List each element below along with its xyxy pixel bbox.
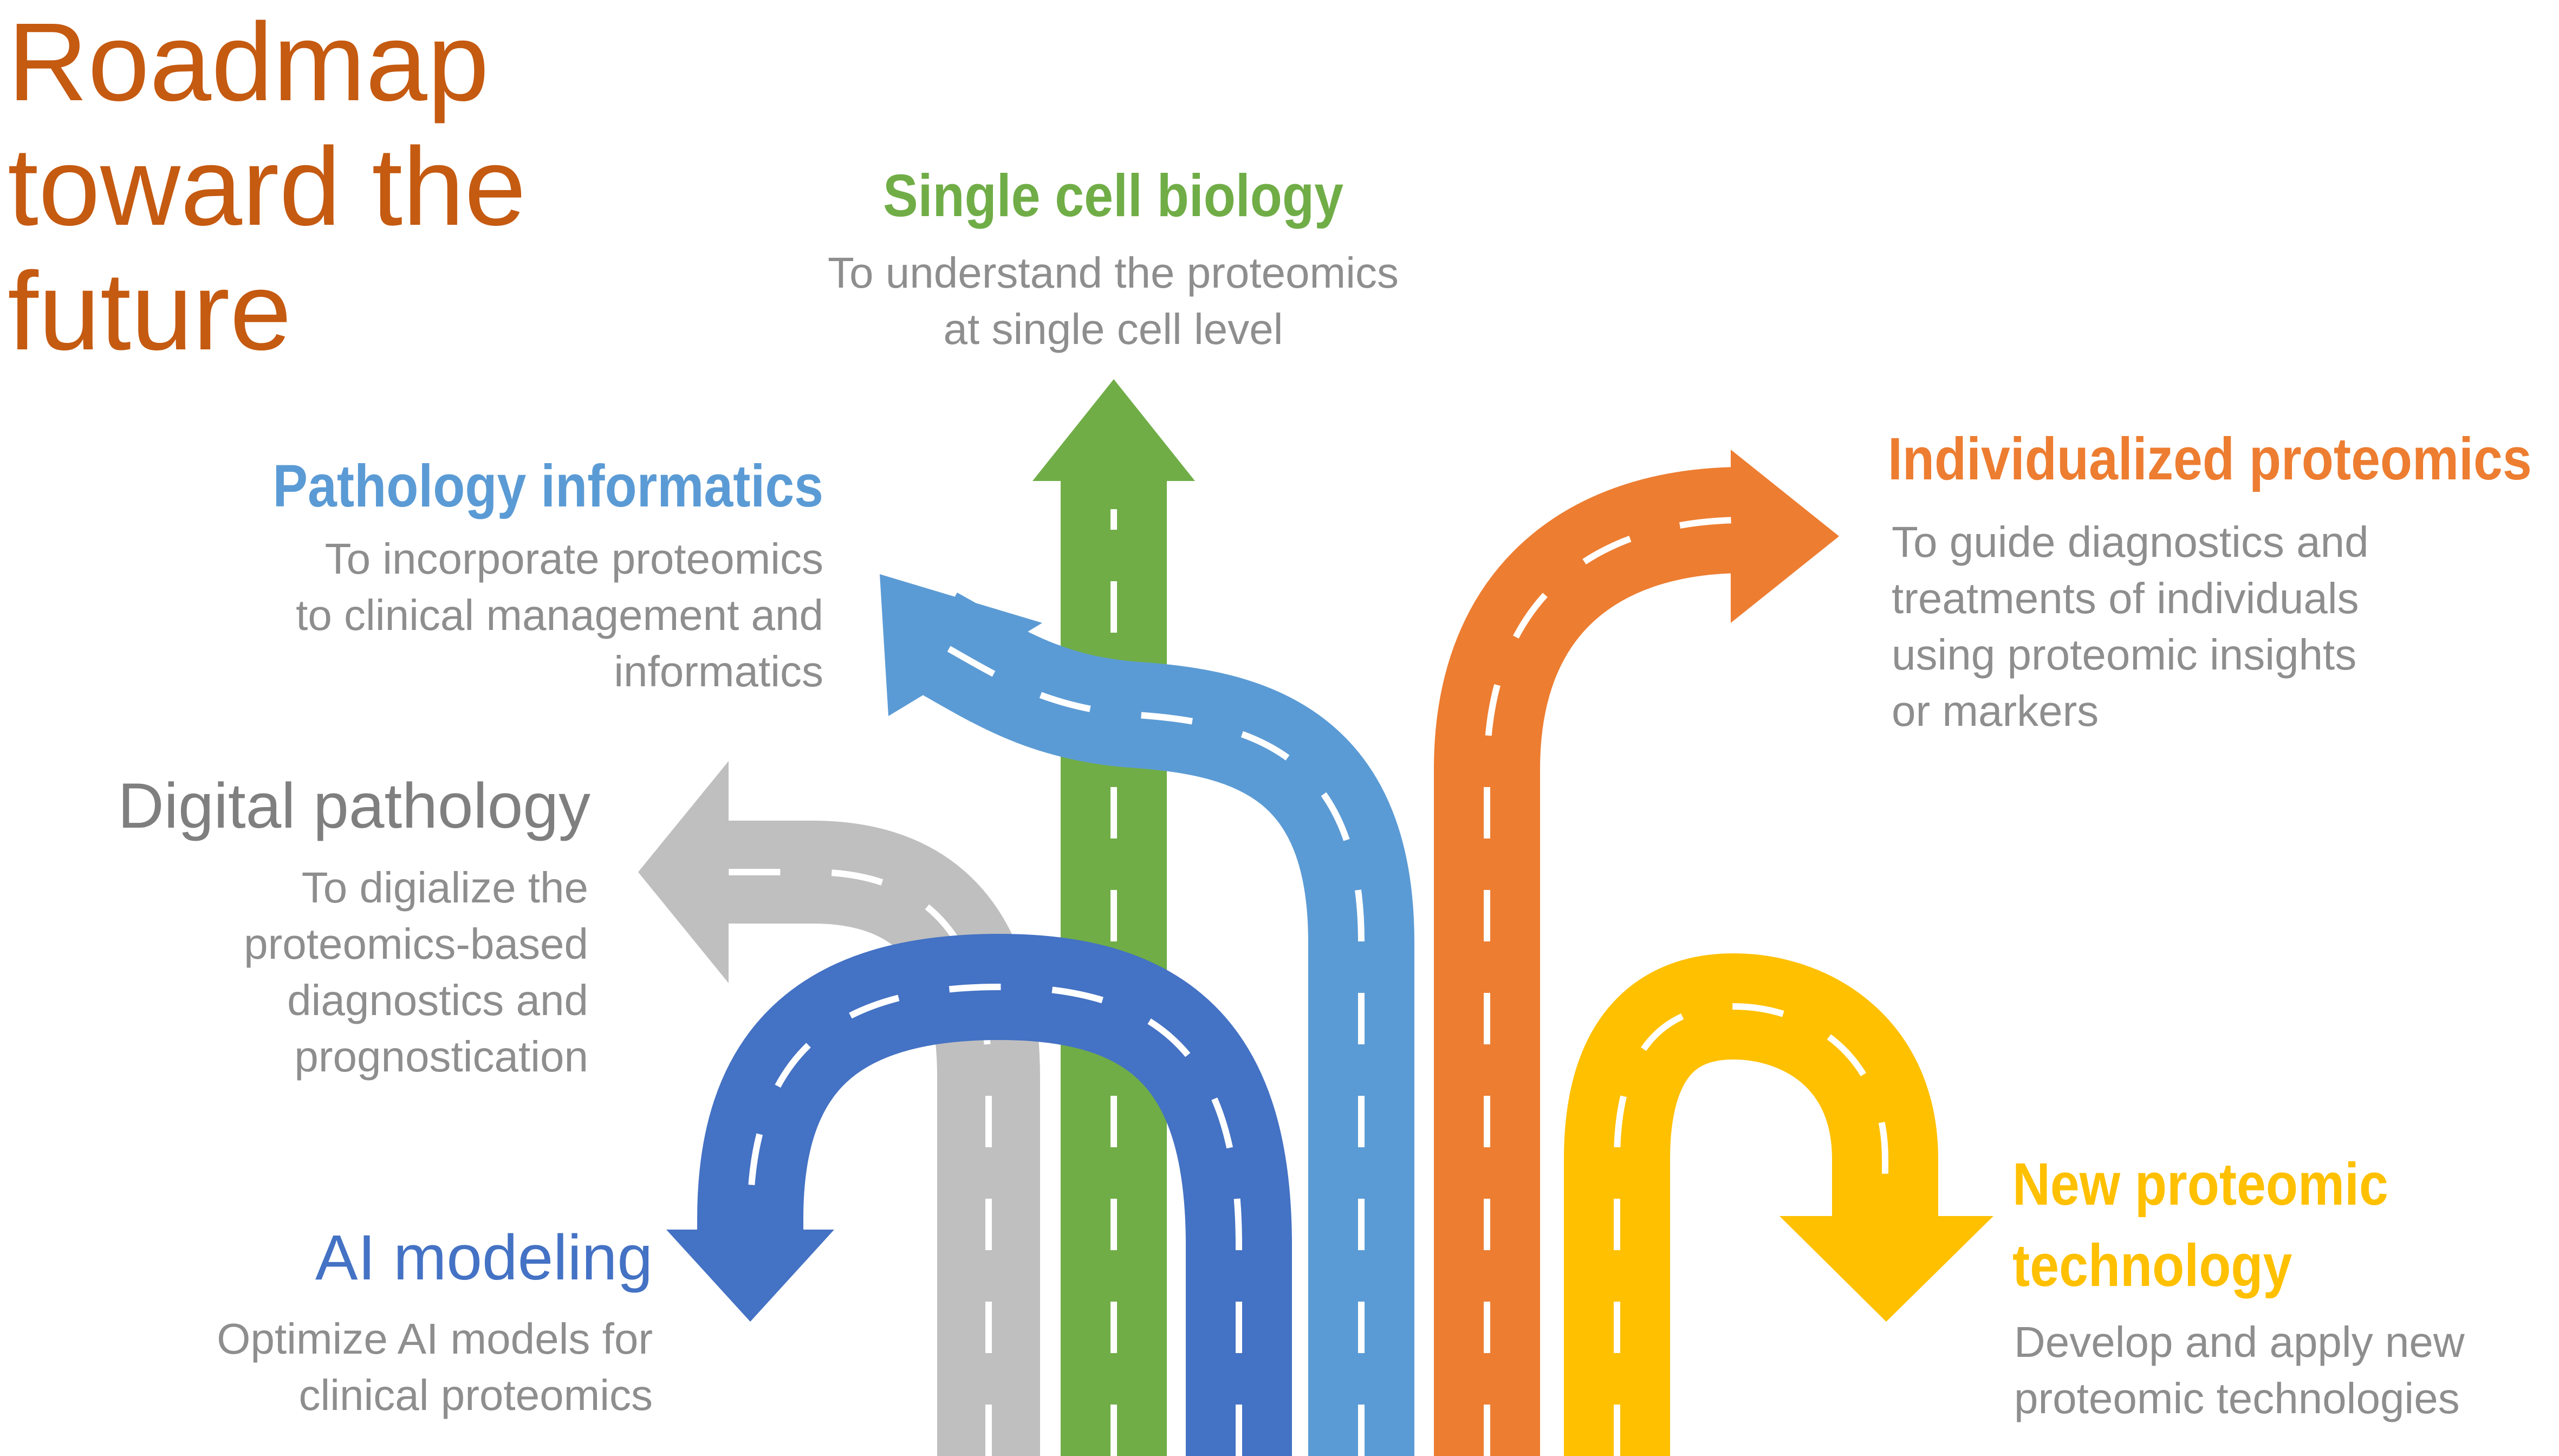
description-line: proteomic technologies (2014, 1374, 2460, 1422)
heading-line: New proteomic (2012, 1151, 2388, 1218)
description-line: prognostication (294, 1032, 588, 1081)
pathology-informatics-description: To incorporate proteomics to clinical ma… (195, 531, 823, 700)
title-line: Roadmap (8, 0, 489, 124)
title-line: future (8, 249, 292, 373)
new-technology-road (1564, 953, 1993, 1456)
pathology-informatics-heading: Pathology informatics (272, 453, 824, 519)
ai-modeling-road (666, 933, 1292, 1456)
heading-line: technology (2012, 1232, 2292, 1299)
description-line: To digialize the (301, 863, 588, 912)
description-line: To guide diagnostics and (1892, 518, 2369, 566)
description-line: Optimize AI models for (217, 1315, 653, 1363)
description-line: at single cell level (943, 305, 1283, 353)
new-technology-description: Develop and apply new proteomic technolo… (2014, 1314, 2556, 1427)
description-line: diagnostics and (287, 976, 588, 1024)
individualized-road (1434, 450, 1839, 1456)
single-cell-road (1032, 379, 1195, 1456)
description-line: informatics (614, 647, 823, 696)
digital-pathology-heading: Digital pathology (118, 770, 590, 842)
single-cell-description: To understand the proteomics at single c… (753, 245, 1473, 358)
description-line: proteomics-based (244, 920, 588, 968)
description-line: To incorporate proteomics (324, 535, 823, 583)
description-line: to clinical management and (296, 591, 823, 639)
individualized-description: To guide diagnostics and treatments of i… (1892, 514, 2487, 739)
description-line: treatments of individuals (1892, 574, 2359, 622)
description-line: To understand the proteomics (828, 249, 1399, 297)
page-title: Roadmap toward the future (8, 0, 603, 374)
description-line: using proteomic insights (1892, 630, 2357, 679)
description-line: or markers (1892, 687, 2099, 735)
single-cell-heading: Single cell biology (883, 162, 1343, 229)
ai-modeling-heading: AI modeling (315, 1222, 653, 1294)
description-line: clinical proteomics (298, 1371, 653, 1419)
description-line: Develop and apply new (2014, 1318, 2465, 1366)
new-technology-heading: New proteomic technology (2012, 1144, 2489, 1306)
pathology-informatics-road (880, 574, 1414, 1456)
title-line: toward the (8, 125, 527, 249)
individualized-heading: Individualized proteomics (1888, 426, 2532, 492)
digital-pathology-description: To digialize the proteomics-based diagno… (54, 860, 588, 1085)
ai-modeling-description: Optimize AI models for clinical proteomi… (108, 1311, 653, 1424)
